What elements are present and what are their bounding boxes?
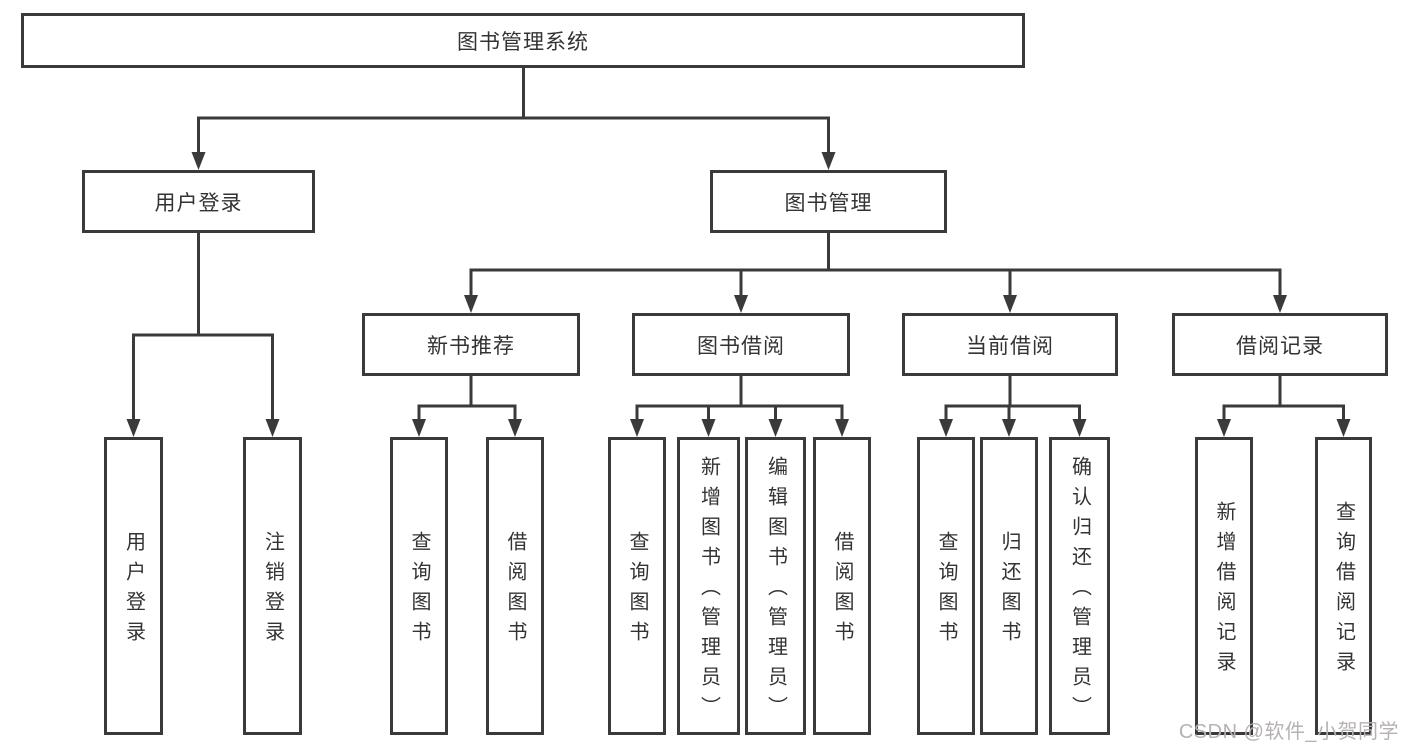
- leaf-add-books-admin-label: 新增图书（管理员）: [697, 456, 720, 726]
- leaf-query-borrow-record: 查询借阅记录: [1315, 437, 1372, 735]
- leaf-query-books-recommend-label: 查询图书: [408, 531, 430, 651]
- arrowheads: [126, 152, 1351, 437]
- leaf-edit-books-admin-label: 编辑图书（管理员）: [764, 456, 787, 726]
- leaf-query-books-current: 查询图书: [917, 437, 975, 735]
- leaf-borrow-books-label: 借阅图书: [831, 531, 853, 651]
- node-book-borrow: 图书借阅: [632, 313, 850, 376]
- leaf-logout: 注销登录: [243, 437, 302, 735]
- node-book-management-label: 图书管理: [784, 191, 873, 215]
- leaf-add-borrow-record-label: 新增借阅记录: [1213, 501, 1235, 681]
- node-current-borrow-label: 当前借阅: [966, 334, 1054, 358]
- leaf-query-books-borrow: 查询图书: [608, 437, 666, 735]
- node-borrow-records-label: 借阅记录: [1236, 334, 1324, 358]
- leaf-logout-label: 注销登录: [261, 531, 284, 651]
- leaf-borrow-books: 借阅图书: [813, 437, 871, 735]
- node-user-login: 用户登录: [82, 170, 315, 233]
- leaf-add-books-admin: 新增图书（管理员）: [677, 437, 740, 735]
- node-borrow-records: 借阅记录: [1172, 313, 1388, 376]
- leaf-add-borrow-record: 新增借阅记录: [1195, 437, 1253, 735]
- leaf-query-borrow-record-label: 查询借阅记录: [1332, 501, 1355, 681]
- leaf-edit-books-admin: 编辑图书（管理员）: [745, 437, 806, 735]
- leaf-query-books-recommend: 查询图书: [390, 437, 448, 735]
- leaf-return-books-label: 归还图书: [998, 531, 1020, 651]
- node-new-book-recommend: 新书推荐: [362, 313, 580, 376]
- csdn-watermark: CSDN @软件_小贺同学: [1178, 721, 1399, 743]
- leaf-borrow-books-recommend-label: 借阅图书: [504, 531, 526, 651]
- leaf-user-login-label: 用户登录: [122, 531, 145, 651]
- node-root-label: 图书管理系统: [457, 30, 589, 54]
- node-current-borrow: 当前借阅: [902, 313, 1118, 376]
- node-new-book-recommend-label: 新书推荐: [427, 334, 515, 358]
- leaf-confirm-return-admin-label: 确认归还（管理员）: [1068, 456, 1091, 726]
- leaf-confirm-return-admin: 确认归还（管理员）: [1049, 437, 1110, 735]
- leaf-user-login: 用户登录: [104, 437, 163, 735]
- node-root-library-system: 图书管理系统: [21, 13, 1025, 68]
- leaf-query-books-borrow-label: 查询图书: [626, 531, 648, 651]
- leaf-return-books: 归还图书: [980, 437, 1038, 735]
- leaf-borrow-books-recommend: 借阅图书: [486, 437, 544, 735]
- node-user-login-label: 用户登录: [154, 191, 243, 215]
- leaf-query-books-current-label: 查询图书: [935, 531, 957, 651]
- node-book-management: 图书管理: [710, 170, 947, 233]
- node-book-borrow-label: 图书借阅: [697, 334, 785, 358]
